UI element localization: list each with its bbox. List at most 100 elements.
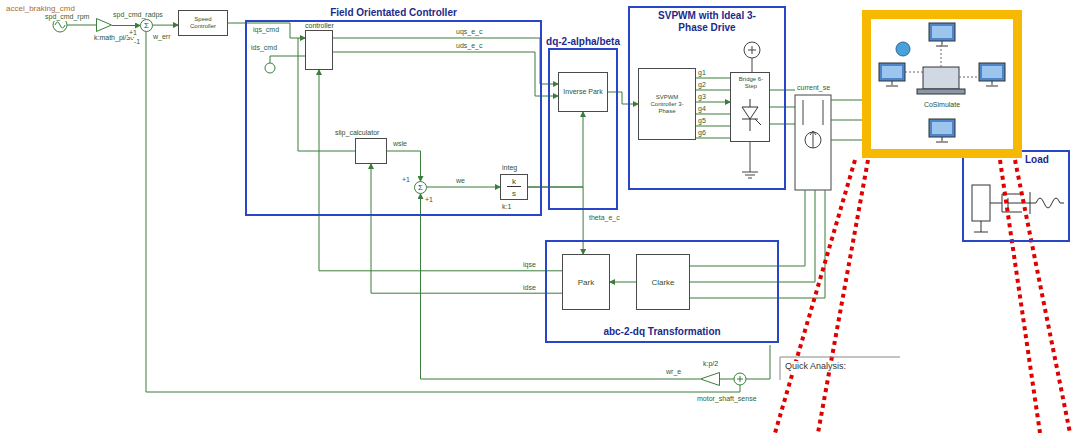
- pin-label: g2: [697, 81, 707, 89]
- pin-label: g6: [697, 129, 707, 137]
- node-label: k:p/2: [702, 360, 719, 368]
- group-frame: abc-2-dq Transformation Park Clarke: [545, 240, 779, 343]
- pin-label: g4: [697, 105, 707, 113]
- node-label: Load: [1024, 154, 1050, 166]
- gain-triangle: [701, 373, 720, 386]
- callout-lines: [775, 160, 1070, 433]
- node-label: Speed Controller: [181, 16, 225, 30]
- node-label: Field Orientated Controller: [329, 7, 458, 19]
- fraction-bar: [507, 186, 521, 187]
- node-label: Bridge 6-Step: [732, 76, 770, 90]
- wire: [746, 345, 770, 379]
- signal-wire: [610, 282, 636, 283]
- signal-wire: [319, 70, 562, 271]
- signal-wire: [608, 92, 638, 104]
- current-sensor-symbol: [803, 100, 823, 148]
- signal-name: motor_shaft_sense: [696, 395, 758, 403]
- wire: [720, 379, 734, 380]
- node-label: dq-2-alpha/beta: [545, 36, 621, 48]
- signal-name: uqs_e_c: [455, 28, 483, 36]
- computer-icon: [932, 26, 952, 38]
- sum-junction: Σ: [140, 19, 153, 32]
- node-label: abc-2-dq Transformation: [602, 326, 721, 338]
- signal-wire: [228, 23, 305, 38]
- computer-icon: [982, 66, 1002, 78]
- signal-name: spd_cmd_radps: [112, 11, 164, 19]
- signal-wire: [153, 25, 178, 26]
- network-links: [905, 45, 979, 77]
- laptop-icon: [923, 67, 959, 89]
- signal-name: we: [455, 177, 466, 185]
- node-label: k: [511, 177, 517, 186]
- cosimulate-callout: CoSimulate: [862, 10, 1022, 158]
- dc-source-lead: [748, 46, 756, 72]
- part-name: current_se: [796, 84, 831, 92]
- globe-icon: [896, 42, 910, 56]
- signal-wire: [528, 187, 583, 254]
- spring-symbol: [1030, 198, 1064, 208]
- signal-name: theta_e_c: [588, 214, 621, 222]
- node-label: s: [511, 189, 517, 198]
- wire: [270, 56, 305, 63]
- node-label: Σ: [417, 183, 424, 192]
- node-label: Inverse Park: [562, 88, 603, 96]
- signal-name: iqs_cmd: [252, 26, 280, 34]
- computer-icon: [986, 81, 998, 86]
- node-label: slip_calculator: [334, 129, 380, 137]
- pin-label: g5: [697, 117, 707, 125]
- controller-block: Speed Controller: [178, 10, 228, 36]
- node-label: SVPWM with Ideal 3-Phase Drive: [651, 10, 763, 34]
- pin-label: g3: [697, 93, 707, 101]
- signal-name: ids_cmd: [250, 44, 278, 52]
- signal-name: idse: [522, 284, 537, 292]
- ground-symbol: [974, 221, 988, 232]
- computer-icon: [932, 122, 952, 134]
- computer-icon: [979, 63, 1005, 81]
- gain-block: k:math_pi/30: [96, 18, 112, 32]
- sign-label: -1: [133, 38, 141, 46]
- node-label: integ: [501, 164, 518, 172]
- gain-triangle: [97, 19, 112, 32]
- signal-name: accel_braking_cmd: [5, 4, 76, 13]
- group-frame: Load: [962, 150, 1070, 242]
- pwm-block: SVPWM Controller 3-Phase: [638, 68, 696, 140]
- computer-icon: [929, 119, 955, 137]
- note-text: Quick Analysis:: [784, 361, 847, 372]
- gain-block: k:p/2: [700, 372, 720, 386]
- sign-label: +1: [401, 176, 411, 184]
- signal-name: wr_e: [665, 368, 682, 376]
- transform-block: Clarke: [636, 254, 690, 310]
- computer-icon: [882, 66, 902, 78]
- signal-wire: [427, 187, 500, 189]
- gate-wires: [694, 78, 730, 138]
- signal-name: uds_e_c: [455, 42, 483, 50]
- transform-block: Park: [562, 254, 610, 310]
- computer-icon: [936, 41, 948, 46]
- inertia-symbol: [972, 185, 990, 221]
- signal-wire: [696, 102, 730, 103]
- node-label: SVPWM Controller 3-Phase: [641, 94, 693, 115]
- signal-wire: [371, 164, 562, 293]
- node-label: Clarke: [650, 278, 675, 287]
- current-sensor: [795, 95, 831, 190]
- signal-wire: [421, 194, 701, 379]
- group-frame: Field Orientated Controllercontrollersli…: [245, 20, 542, 216]
- sine-symbol: [55, 22, 65, 28]
- node-label: Park: [577, 278, 595, 287]
- node-label: k:1: [501, 203, 512, 211]
- pin-label: g1: [697, 69, 707, 77]
- controller-block: controller: [305, 30, 333, 70]
- sum-junction: Σ: [414, 181, 427, 194]
- gain-triangle: [96, 18, 112, 32]
- note-bracket: [780, 357, 900, 380]
- signal-wire: [528, 112, 583, 187]
- gain-triangle: [700, 372, 720, 386]
- sign-label: +1: [424, 196, 434, 204]
- signal-wire: [333, 38, 558, 84]
- signal-name: w_err: [152, 33, 172, 41]
- computer-icon: [879, 63, 905, 81]
- group-frame: dq-2-alpha/betaInverse Park: [548, 48, 618, 210]
- computer-icon: [936, 137, 948, 142]
- integrator-block: integksk:1: [500, 174, 528, 200]
